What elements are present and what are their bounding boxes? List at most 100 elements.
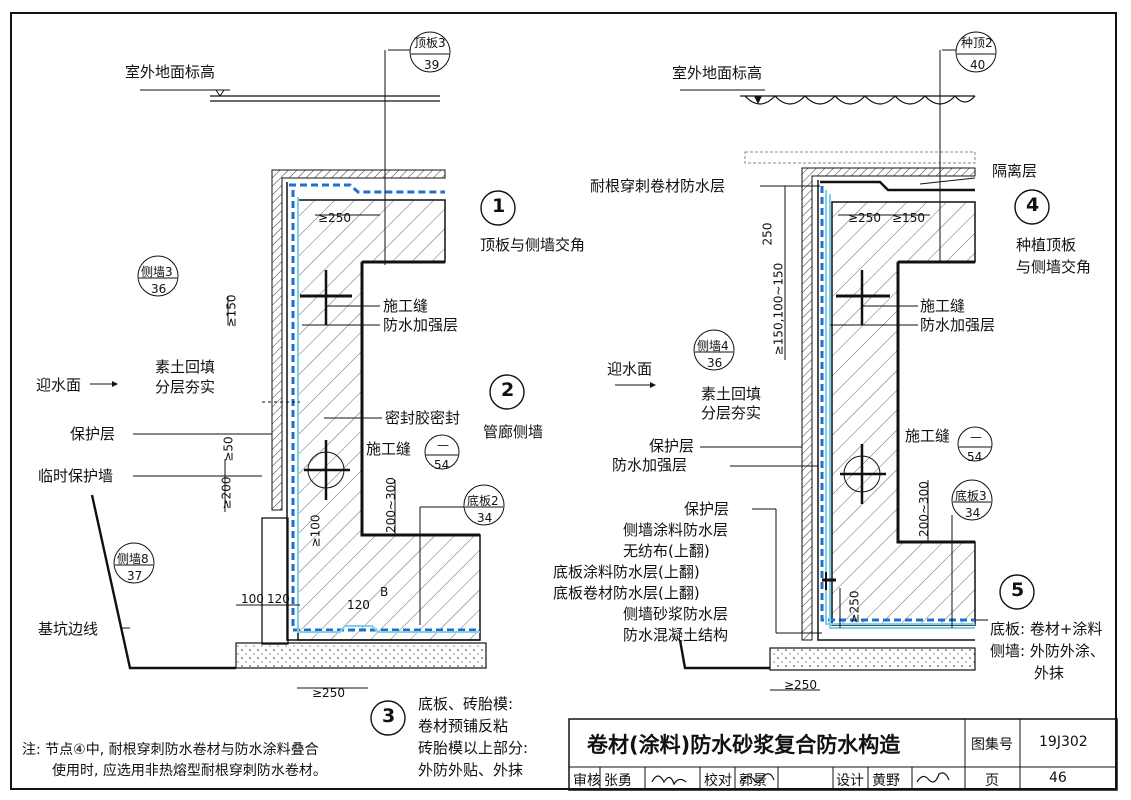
right-stack-6: 侧墙砂浆防水层 [623,605,729,623]
left-dim-120-b: 120 [347,598,370,612]
left-ref-side8-code: 侧墙8 [117,552,149,566]
left-construction-joint-1: 施工缝 [383,297,429,315]
node-4-title-2: 与侧墙交角 [1016,258,1092,276]
node-3-line-4: 外防外贴、外抹 [418,761,524,779]
left-seal: 密封胶密封 [385,409,461,427]
left-reinforce-layer: 防水加强层 [383,316,459,334]
right-stack-2: 侧墙涂料防水层 [623,521,729,539]
node-5-line-2: 侧墙: 外防外涂、 [990,642,1105,660]
right-backfill-1: 素土回填 [701,385,762,403]
left-dim-50: ≥50 [221,436,236,462]
left-dim-100-vertical: ≥100 [308,514,323,548]
node-3-number: 3 [382,705,396,727]
left-detail [90,31,525,736]
node-3-line-3: 砖胎模以上部分: [418,739,529,757]
right-backfill-2: 分层夯实 [701,404,762,422]
right-stack-3: 无纺布(上翻) [623,542,710,560]
left-ref-side8-page: 37 [127,569,143,583]
left-protect-layer: 保护层 [70,425,116,443]
title-block-grid [568,718,1118,791]
left-ref-side3-page: 36 [151,282,167,296]
right-protect-layer-1: 保护层 [649,437,695,455]
left-backfill-1: 素土回填 [155,358,216,376]
left-dim-150: ≥150 [224,294,239,328]
right-construction-joint-1: 施工缝 [920,297,966,315]
atlas-number: 19J302 [1039,734,1088,750]
design-label: 设计 [836,773,864,789]
left-dim-120-a: 120 [267,592,290,606]
page-number: 46 [1049,770,1067,786]
node-3-line-2: 卷材预铺反粘 [418,717,509,735]
right-isolation: 隔离层 [992,162,1038,180]
left-ref-side3-code: 侧墙3 [141,265,173,279]
check-label: 校对 [704,773,732,789]
node-2-number: 2 [501,379,515,401]
right-ref-side4-page: 36 [707,356,723,370]
node-1-number: 1 [492,195,506,217]
left-dim-200-300: 200~300 [383,477,398,533]
right-ref-top-code: 种顶2 [961,36,993,50]
right-ref-bottom3-code: 底板3 [955,489,987,503]
right-water-face: 迎水面 [607,360,653,378]
checker-name: 郭景 [739,773,767,789]
left-ground-label: 室外地面标高 [125,63,216,81]
right-ref-bottom3-page: 34 [965,506,981,520]
right-dim-v250: 250 [760,222,775,246]
right-dim-150: ≥150 [892,211,925,225]
right-dim-v100-150: ≥150,100~150 [771,262,786,356]
right-dim-200-300: 200~300 [916,481,931,537]
right-stack-7: 防水混凝土结构 [623,626,729,644]
right-dim-250: ≥250 [848,211,881,225]
right-stack-5: 底板卷材防水层(上翻) [553,584,700,602]
left-ref-top-code: 顶板3 [414,36,446,50]
right-root-resist: 耐根穿刺卷材防水层 [590,177,726,195]
left-construction-joint-2: 施工缝 [366,440,412,458]
left-water-face: 迎水面 [36,376,82,394]
left-dim-250-top: ≥250 [318,211,351,225]
left-dim-100: 100 [241,592,264,606]
node-5-line-1: 底板: 卷材+涂料 [990,620,1103,638]
reviewer-name: 张勇 [604,773,632,789]
node-4-number: 4 [1026,194,1040,216]
right-dim-250-bottom: ≥250 [784,678,817,692]
node-2-title: 管廊侧墙 [483,423,544,441]
node-5-number: 5 [1011,579,1025,601]
left-ref-bottom2-code: 底板2 [467,494,499,508]
node-5-line-3: 外抹 [1034,664,1065,682]
right-ground-label: 室外地面标高 [672,64,763,82]
right-dim-250-vertical: ≥250 [847,590,862,624]
right-ref-top-page: 40 [970,58,986,72]
note-line-1: 注: 节点④中, 耐根穿刺防水卷材与防水涂料叠合 [22,742,319,758]
left-temp-wall: 临时保护墙 [38,467,114,485]
left-ref-joint-code: — [437,438,449,452]
title-block: 卷材(涂料)防水砂浆复合防水构造 图集号 19J302 审核 张勇 校对 郭景 … [569,719,1117,790]
atlas-label: 图集号 [971,737,1013,753]
right-ref-joint-code: — [970,430,982,444]
right-stack-1: 保护层 [684,500,730,518]
designer-name: 黄野 [872,773,900,789]
right-reinforce-layer-1: 防水加强层 [920,316,996,334]
signatures [651,772,950,786]
node-3-line-1: 底板、砖胎模: [418,695,514,713]
left-ref-joint-page: 54 [434,458,450,472]
left-ref-top-page: 39 [424,58,440,72]
right-ref-side4-code: 侧墙4 [697,339,729,353]
drawing-frame [10,12,1117,790]
right-ref-joint-page: 54 [967,450,983,464]
left-dim-b: B [380,585,389,599]
right-reinforce-layer-2: 防水加强层 [612,456,688,474]
node-4-title-1: 种植顶板 [1016,236,1077,254]
left-dim-200: ≥200 [219,476,234,510]
right-stack-4: 底板涂料防水层(上翻) [553,563,700,581]
node-1-title: 顶板与侧墙交角 [480,236,586,254]
left-backfill-2: 分层夯实 [155,378,216,396]
drawing-title: 卷材(涂料)防水砂浆复合防水构造 [587,733,901,757]
page-label: 页 [985,773,999,789]
right-detail [615,31,1050,691]
left-ref-bottom2-page: 34 [477,511,493,525]
note-line-2: 使用时, 应选用非热熔型耐根穿刺防水卷材。 [52,763,327,779]
left-dim-250-bottom: ≥250 [312,686,345,700]
right-construction-joint-2: 施工缝 [905,427,951,445]
review-label: 审核 [573,773,601,789]
